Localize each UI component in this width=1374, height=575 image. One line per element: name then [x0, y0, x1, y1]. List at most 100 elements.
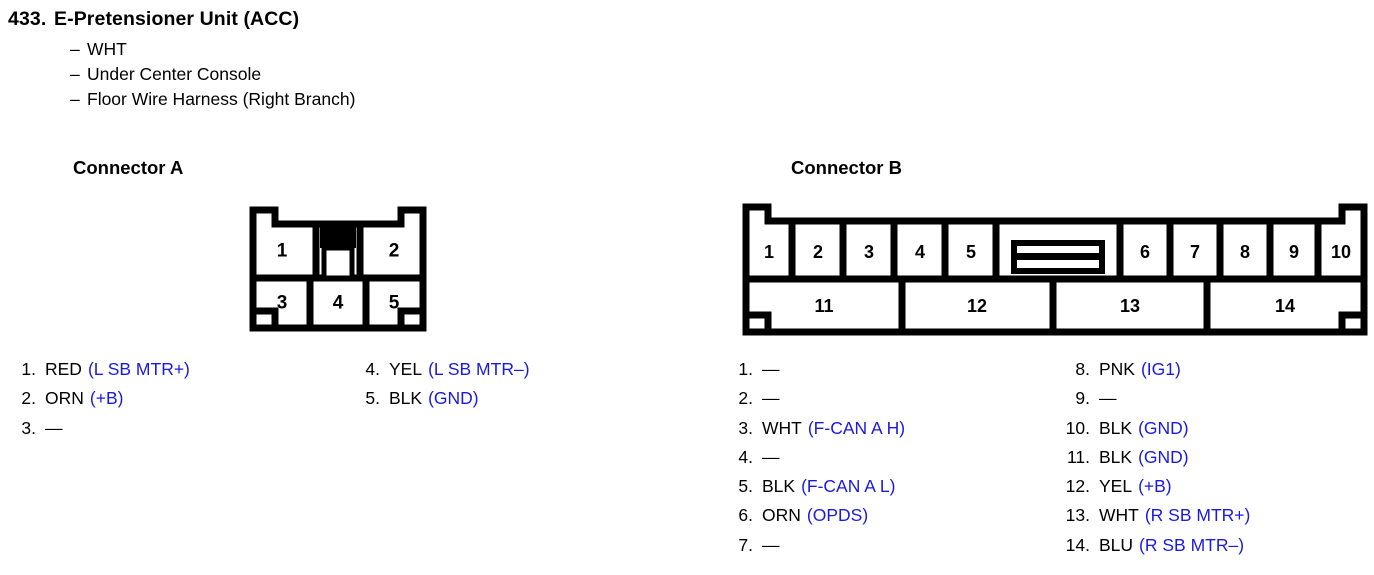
page-title: 433. E-Pretensioner Unit (ACC)	[8, 8, 708, 31]
entry-title: E-Pretensioner Unit (ACC)	[54, 8, 300, 30]
pin-wire-color: WHT	[1099, 505, 1139, 526]
pin-index: 3.	[738, 417, 753, 438]
pin-wire-color: PNK	[1099, 359, 1135, 379]
list-item: 13. WHT (R SB MTR+)	[1061, 501, 1251, 530]
connector-b-pin-11: 11	[814, 296, 833, 316]
dash-marker: –	[70, 64, 80, 84]
list-item: 12. YEL (+B)	[1061, 472, 1250, 501]
pin-signal-name: (IG1)	[1140, 359, 1181, 379]
connector-b-pin-7: 7	[1190, 242, 1200, 262]
connector-b-latch-bar	[1014, 253, 1102, 260]
pin-index: 4.	[365, 359, 380, 379]
connector-b-pin-14: 14	[1275, 296, 1295, 316]
connector-b-pinlist-right: 8. PNK (IG1) 9. — 10. BLK (GND) 11. BLK …	[1061, 355, 1251, 560]
connector-a-pin-4: 4	[333, 293, 344, 314]
pin-wire-color: ORN	[45, 388, 84, 409]
connector-a-pinlist-right: 4. YEL (L SB MTR–) 5. BLK (GND)	[360, 355, 530, 414]
pin-wire-color: YEL	[1099, 476, 1133, 497]
list-item: 5. BLK (GND)	[360, 384, 530, 413]
pin-signal-name: (L SB MTR–)	[428, 359, 530, 379]
pin-unused-marker: —	[762, 359, 780, 379]
dash-marker: –	[70, 39, 80, 59]
detail-text: Floor Wire Harness (Right Branch)	[87, 89, 356, 109]
connector-a-heading: Connector A	[73, 157, 184, 178]
list-item: 1. RED (L SB MTR+)	[16, 355, 190, 384]
pin-signal-name: (+B)	[1138, 476, 1172, 497]
connector-b-pin-6: 6	[1140, 242, 1150, 262]
connector-b-pinlist-left: 1. — 2. — 3. WHT (F-CAN A H) 4. — 5. BLK…	[733, 355, 905, 560]
connector-b-pin-12: 12	[967, 296, 987, 316]
pin-signal-name: (GND)	[1138, 417, 1189, 438]
pin-wire-color: RED	[45, 359, 82, 379]
pin-wire-color: BLK	[389, 388, 423, 409]
pin-index: 9.	[1075, 388, 1090, 409]
pin-unused-marker: —	[1099, 388, 1117, 409]
connector-b-pin-1: 1	[764, 242, 774, 262]
pin-index: 4.	[738, 446, 753, 467]
pin-index: 13.	[1065, 505, 1090, 526]
connector-a-diagram: 1 2 3 4 5	[249, 206, 427, 332]
connector-b-heading: Connector B	[791, 157, 902, 178]
pin-signal-name: (R SB MTR–)	[1139, 534, 1245, 555]
pin-index: 5.	[738, 476, 753, 497]
pin-signal-name: (GND)	[1138, 446, 1189, 467]
pin-unused-marker: —	[762, 534, 780, 555]
connector-b-pin-8: 8	[1240, 242, 1250, 262]
connector-b-latch	[1011, 240, 1105, 274]
connector-b-pin-4: 4	[915, 242, 925, 262]
connector-b-bottom-right-tab	[1338, 311, 1364, 332]
list-item: 2. ORN (+B)	[16, 384, 190, 413]
pin-index: 12.	[1065, 476, 1090, 497]
pin-index: 7.	[738, 534, 753, 555]
detail-list: – WHT – Under Center Console – Floor Wir…	[8, 37, 708, 112]
list-item: 4. —	[733, 443, 905, 472]
pin-wire-color: WHT	[762, 417, 802, 438]
pin-signal-name: (GND)	[428, 388, 479, 409]
pin-index: 2.	[21, 388, 36, 409]
connector-b-pin-3: 3	[864, 242, 874, 262]
connector-b-pin-10: 10	[1331, 242, 1351, 262]
pin-unused-marker: —	[762, 388, 780, 409]
connector-a-bottom-right-tab	[397, 307, 423, 328]
list-item: 3. —	[16, 414, 190, 443]
list-item: 4. YEL (L SB MTR–)	[360, 355, 530, 384]
pin-signal-name: (F-CAN A H)	[807, 417, 906, 438]
connector-b-bottom-left-tab	[746, 311, 772, 332]
detail-text: Under Center Console	[87, 64, 262, 84]
list-item: 14. BLU (R SB MTR–)	[1061, 531, 1250, 560]
connector-a-bottom-left-tab	[253, 307, 279, 328]
dash-marker: –	[70, 89, 80, 109]
list-item: – WHT	[70, 37, 708, 62]
entry-header: 433. E-Pretensioner Unit (ACC) – WHT – U…	[8, 8, 708, 112]
pin-index: 1.	[21, 359, 36, 379]
pin-index: 14.	[1065, 534, 1090, 555]
connector-b-outline	[742, 203, 1368, 336]
pin-index: 1.	[738, 359, 753, 379]
connector-a-pin-3: 3	[277, 293, 288, 314]
pin-signal-name: (R SB MTR+)	[1144, 505, 1251, 526]
pin-wire-color: YEL	[389, 359, 423, 379]
list-item: 9. —	[1061, 384, 1250, 413]
list-item: 2. —	[733, 384, 905, 413]
pin-index: 2.	[738, 388, 753, 409]
list-item: 11. BLK (GND)	[1061, 443, 1250, 472]
pin-wire-color: BLK	[1099, 446, 1133, 467]
pin-unused-marker: —	[45, 417, 63, 438]
list-item: 3. WHT (F-CAN A H)	[733, 414, 905, 443]
pin-wire-color: BLU	[1099, 534, 1134, 555]
list-item: 7. —	[733, 531, 905, 560]
list-item: – Floor Wire Harness (Right Branch)	[70, 87, 708, 112]
pin-index: 3.	[21, 417, 36, 438]
connector-b-pin-2: 2	[813, 242, 823, 262]
pin-index: 8.	[1075, 359, 1090, 379]
connector-a-pin-1: 1	[277, 241, 288, 262]
connector-b-pin-9: 9	[1289, 242, 1299, 262]
pin-index: 6.	[738, 505, 753, 526]
entry-number: 433.	[8, 8, 47, 30]
connector-b-pin-13: 13	[1120, 296, 1140, 316]
pin-signal-name: (F-CAN A L)	[801, 476, 896, 497]
connector-b-diagram: 1 2 3 4 5 6 7 8 9 10 11 12 13 14	[742, 203, 1368, 336]
detail-text: WHT	[87, 39, 127, 59]
list-item: 5. BLK (F-CAN A L)	[733, 472, 905, 501]
list-item: 10. BLK (GND)	[1061, 414, 1250, 443]
